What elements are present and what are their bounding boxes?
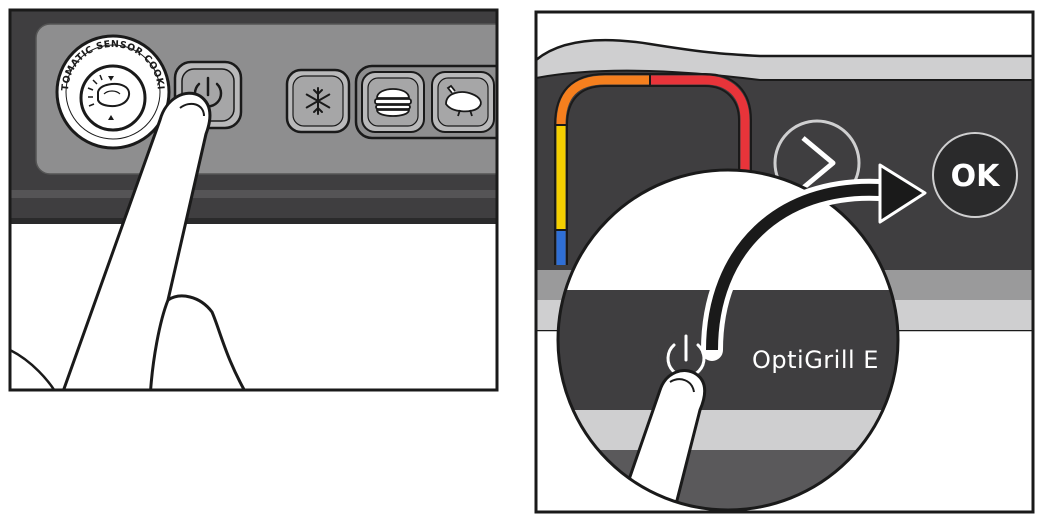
magnifier: OptiGrill E: [556, 168, 900, 512]
snowflake-icon: [305, 87, 331, 115]
finger-left: [10, 91, 247, 390]
arrow-power-to-ok: [701, 163, 927, 361]
right-panel: OK OptiGrill: [534, 10, 1035, 514]
chicken-icon: [445, 84, 482, 117]
ok-button[interactable]: OK: [932, 132, 1018, 218]
indicator-ring: [556, 75, 750, 265]
burger-icon: [374, 88, 412, 117]
chevron-right-icon: [801, 136, 836, 190]
ok-label: OK: [951, 159, 1002, 194]
steak-icon: [97, 83, 130, 108]
right-frame: [534, 10, 1035, 514]
left-panel: AUTOMATIC SENSOR COOKING: [8, 8, 499, 392]
frozen-button[interactable]: [285, 68, 351, 134]
brand-label: OptiGrill E: [752, 346, 879, 374]
left-frame: [8, 8, 499, 392]
burger-button[interactable]: [361, 71, 425, 133]
poultry-button[interactable]: [431, 71, 495, 133]
